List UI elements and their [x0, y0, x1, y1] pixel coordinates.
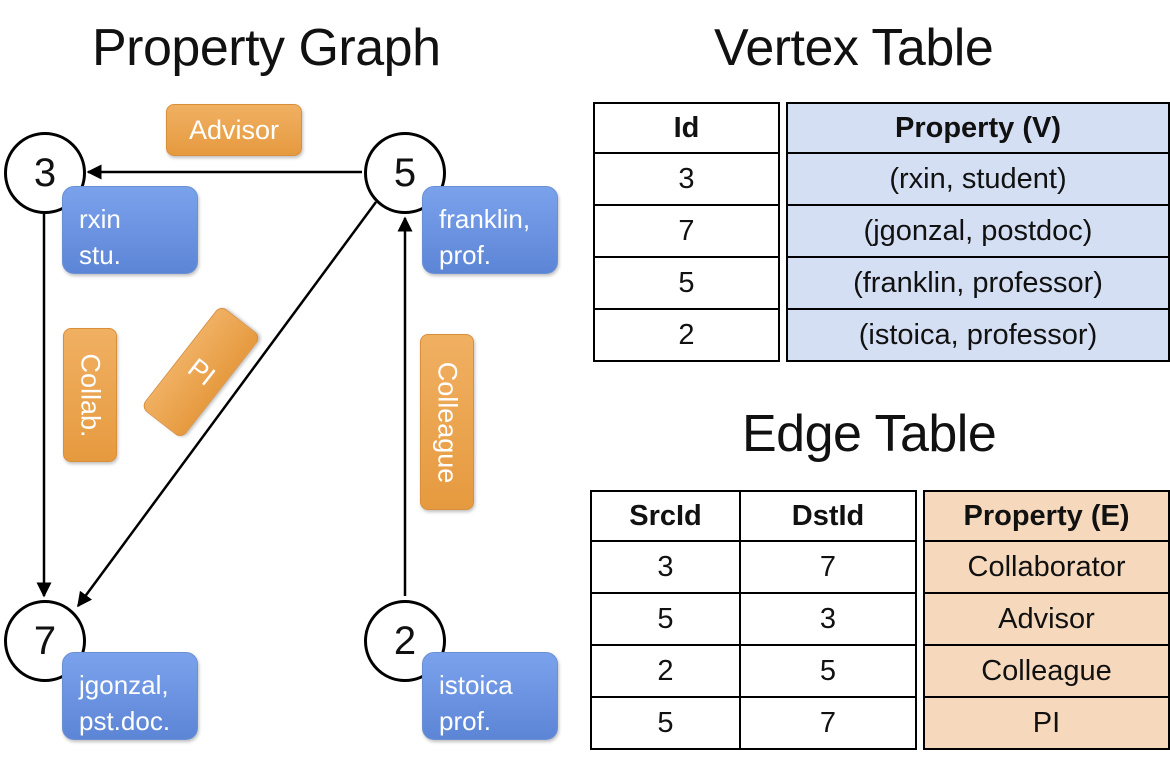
edge-property-cell: Advisor [923, 594, 1170, 646]
vertex-property-7: jgonzal, pst.doc. [62, 652, 198, 740]
edge-pi-arrow [76, 201, 378, 608]
vertex-node-7: 7 [4, 600, 86, 682]
vertex-id-cell: 7 [593, 206, 780, 258]
vertex-property-2: istoica prof. [422, 652, 558, 740]
property-graph-title: Property Graph [92, 19, 441, 77]
edge-label-pi-text: PI [182, 351, 221, 392]
vertex-id-cell: 5 [593, 258, 780, 310]
vertex-property-5-line1: franklin, [439, 204, 531, 234]
edge-table-header-dstid: DstId [741, 490, 917, 542]
vertex-property-3: rxin stu. [62, 186, 198, 274]
vertex-property-7-line2: pst.doc. [79, 706, 171, 736]
edge-dstid-cell: 7 [741, 698, 917, 750]
table-row: 5 3 Advisor [590, 594, 1170, 646]
vertex-property-cell: (jgonzal, postdoc) [786, 206, 1170, 258]
vertex-property-3-line1: rxin [79, 204, 121, 234]
edge-srcid-cell: 5 [590, 594, 741, 646]
edge-table-header-row: SrcId DstId Property (E) [590, 490, 1170, 542]
vertex-property-cell: (istoica, professor) [786, 310, 1170, 362]
edge-label-advisor: Advisor [166, 104, 302, 156]
vertex-table-title: Vertex Table [714, 19, 994, 77]
vertex-node-3: 3 [4, 132, 86, 214]
edge-dstid-cell: 7 [741, 542, 917, 594]
table-row: 5 (franklin, professor) [593, 258, 1170, 310]
vertex-property-5-line2: prof. [439, 240, 492, 270]
vertex-property-2-line1: istoica [439, 670, 513, 700]
edge-table-title: Edge Table [742, 405, 997, 463]
table-row: 7 (jgonzal, postdoc) [593, 206, 1170, 258]
table-row: 3 (rxin, student) [593, 154, 1170, 206]
edge-property-cell: Collaborator [923, 542, 1170, 594]
edge-srcid-cell: 3 [590, 542, 741, 594]
vertex-property-7-line1: jgonzal, [79, 670, 169, 700]
edge-table-header-srcid: SrcId [590, 490, 741, 542]
edge-table: SrcId DstId Property (E) 3 7 Collaborato… [590, 490, 1170, 750]
vertex-table: Id Property (V) 3 (rxin, student) 7 (jgo… [593, 102, 1170, 362]
edge-property-cell: Colleague [923, 646, 1170, 698]
vertex-table-header-id: Id [593, 102, 780, 154]
edge-label-collab: Collab. [63, 328, 117, 462]
vertex-property-5: franklin, prof. [422, 186, 558, 274]
vertex-table-header-row: Id Property (V) [593, 102, 1170, 154]
table-row: 2 (istoica, professor) [593, 310, 1170, 362]
vertex-id-cell: 3 [593, 154, 780, 206]
vertex-property-cell: (rxin, student) [786, 154, 1170, 206]
vertex-property-3-line2: stu. [79, 240, 121, 270]
edge-table-header-property: Property (E) [923, 490, 1170, 542]
edge-label-colleague-text: Colleague [432, 361, 463, 483]
table-row: 2 5 Colleague [590, 646, 1170, 698]
table-row: 3 7 Collaborator [590, 542, 1170, 594]
edge-dstid-cell: 5 [741, 646, 917, 698]
edge-dstid-cell: 3 [741, 594, 917, 646]
table-row: 5 7 PI [590, 698, 1170, 750]
edge-label-colleague: Colleague [420, 334, 474, 510]
edge-srcid-cell: 2 [590, 646, 741, 698]
vertex-property-cell: (franklin, professor) [786, 258, 1170, 310]
vertex-id-cell: 2 [593, 310, 780, 362]
edge-srcid-cell: 5 [590, 698, 741, 750]
edge-property-cell: PI [923, 698, 1170, 750]
vertex-property-2-line2: prof. [439, 706, 492, 736]
vertex-node-2: 2 [364, 600, 446, 682]
edge-label-collab-text: Collab. [75, 352, 106, 438]
vertex-table-header-property: Property (V) [786, 102, 1170, 154]
